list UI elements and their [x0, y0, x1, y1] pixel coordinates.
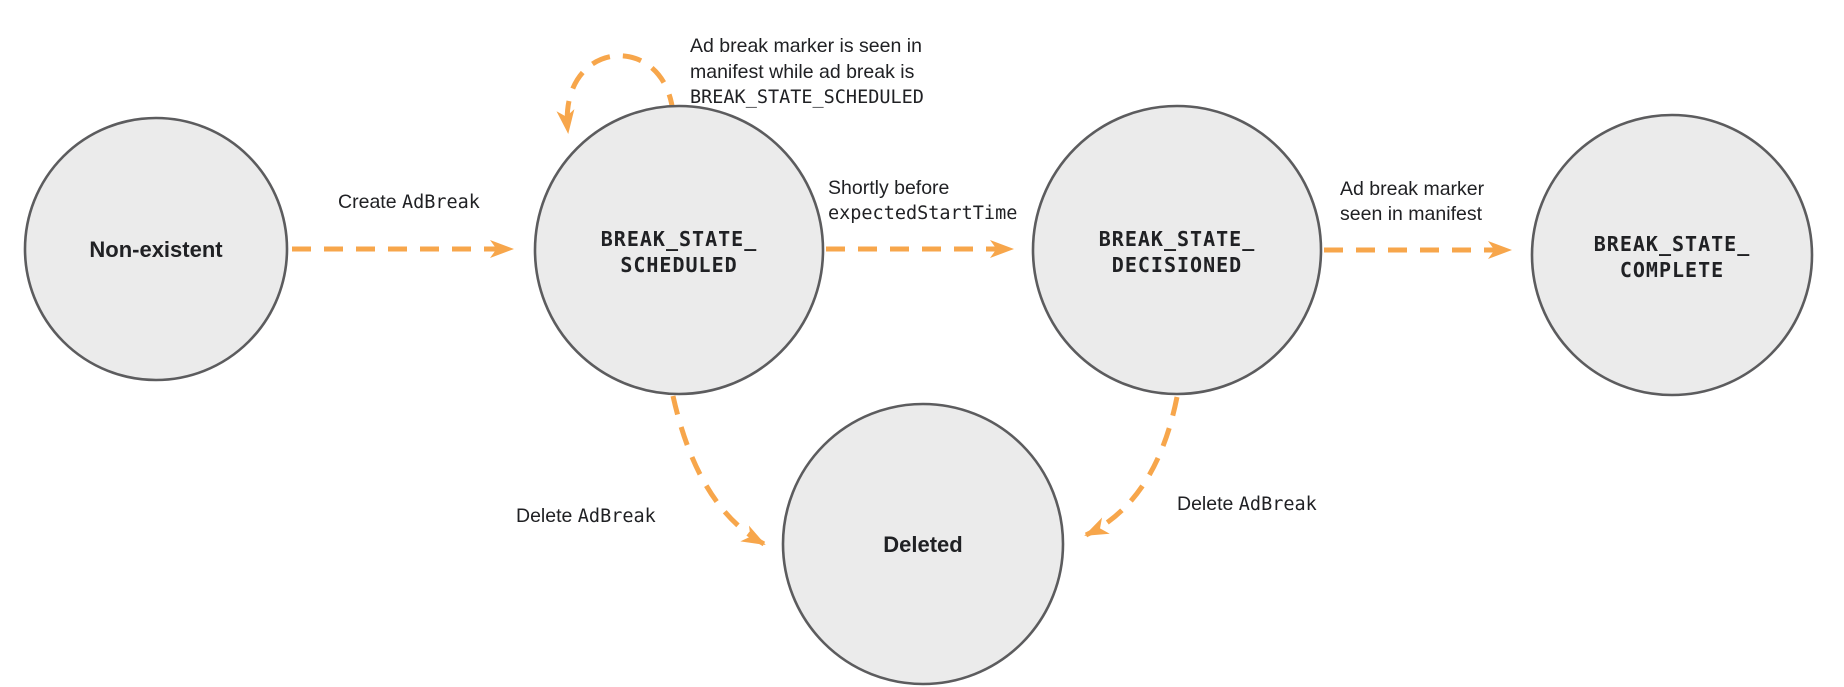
edge-label-shortly-before: Shortly before expectedStartTime	[828, 177, 1017, 224]
state-label-break-state-complete-line1: BREAK_STATE_	[1594, 232, 1751, 256]
edge-label-self-loop-line1: Ad break marker is seen in	[690, 35, 922, 57]
state-label-break-state-scheduled-line2: SCHEDULED	[620, 253, 737, 277]
edge-label-create-adbreak-text: Create	[338, 191, 402, 213]
edge-label-delete-adbreak-right-code: AdBreak	[1239, 494, 1317, 515]
edge-label-marker-seen: Ad break marker seen in manifest	[1340, 178, 1485, 225]
edge-label-shortly-before-text: Shortly before	[828, 177, 949, 199]
transition-arrow-decisioned-to-deleted	[1084, 396, 1180, 538]
state-circle-non-existent	[23, 116, 289, 382]
edge-label-marker-seen-line1: Ad break marker	[1340, 178, 1485, 200]
state-label-break-state-complete-line2: COMPLETE	[1620, 258, 1724, 282]
state-circle-break-state-complete	[1530, 113, 1814, 397]
state-label-break-state-scheduled-line1: BREAK_STATE_	[601, 227, 758, 251]
state-circle-deleted	[781, 402, 1065, 686]
edge-label-delete-adbreak-left: Delete AdBreak	[516, 505, 656, 527]
edge-label-self-loop-line2: manifest while ad break is	[690, 61, 915, 83]
state-label-deleted: Deleted	[883, 532, 962, 557]
state-node-deleted: Deleted	[781, 402, 1065, 686]
state-node-break-state-decisioned: BREAK_STATE_ DECISIONED	[1031, 104, 1323, 396]
state-label-non-existent: Non-existent	[89, 237, 223, 262]
transition-arrow-scheduled-to-deleted	[670, 395, 766, 547]
edge-label-expected-start-time-code: expectedStartTime	[828, 203, 1017, 224]
state-node-break-state-complete: BREAK_STATE_ COMPLETE	[1530, 113, 1814, 397]
state-circle-break-state-decisioned	[1031, 104, 1323, 396]
state-node-non-existent: Non-existent	[23, 116, 289, 382]
state-circle-break-state-scheduled	[533, 104, 825, 396]
state-label-break-state-decisioned-line2: DECISIONED	[1112, 253, 1242, 277]
edge-label-delete-adbreak-left-text: Delete	[516, 505, 578, 527]
edge-label-create-adbreak-code: AdBreak	[402, 192, 480, 213]
edge-label-delete-adbreak-right-text: Delete	[1177, 493, 1239, 515]
edge-label-self-loop-line3-code: BREAK_STATE_SCHEDULED	[690, 87, 924, 108]
edge-label-self-loop: Ad break marker is seen in manifest whil…	[690, 35, 924, 108]
edge-label-marker-seen-line2: seen in manifest	[1340, 203, 1483, 225]
edge-label-delete-adbreak-right: Delete AdBreak	[1177, 493, 1317, 515]
state-label-break-state-decisioned-line1: BREAK_STATE_	[1099, 227, 1256, 251]
state-node-break-state-scheduled: BREAK_STATE_ SCHEDULED	[533, 104, 825, 396]
edge-label-create-adbreak: Create AdBreak	[338, 191, 480, 213]
edge-label-delete-adbreak-left-code: AdBreak	[578, 506, 656, 527]
